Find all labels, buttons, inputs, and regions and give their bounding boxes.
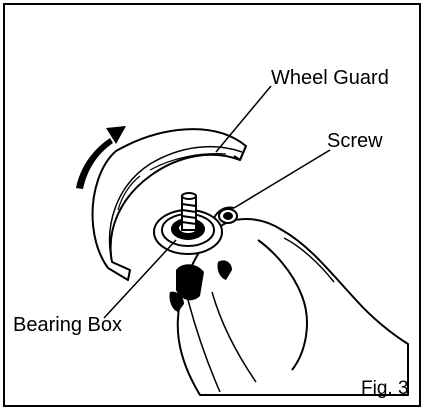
wheel-guard-label: Wheel Guard: [271, 67, 389, 89]
screw-label: Screw: [327, 130, 383, 152]
screw: [213, 206, 238, 224]
spindle: [181, 192, 197, 231]
leader-lines: [103, 85, 331, 319]
bearing-box-label: Bearing Box: [13, 314, 122, 336]
rotation-arrow: [76, 126, 126, 189]
figure-caption: Fig. 3: [361, 378, 409, 399]
bearing-box: [153, 209, 223, 255]
body-shading: [169, 260, 232, 312]
wheel-guard: [91, 128, 247, 281]
guard-hatching: [117, 153, 227, 211]
